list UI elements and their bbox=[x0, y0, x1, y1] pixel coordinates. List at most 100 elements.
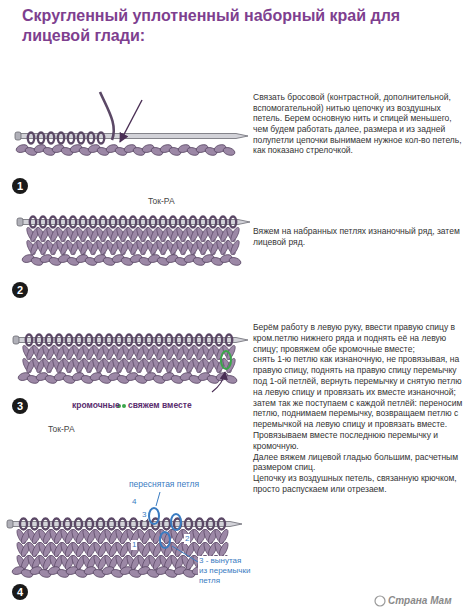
needle-loop bbox=[170, 217, 176, 228]
needle-knob bbox=[15, 132, 21, 140]
needle-loop bbox=[216, 335, 222, 346]
callout-number: 1 bbox=[131, 540, 137, 550]
needle-loop bbox=[141, 519, 148, 530]
figure-3 bbox=[13, 335, 248, 409]
needle-knob bbox=[13, 336, 19, 344]
needle-loop bbox=[136, 335, 142, 346]
needle-loop bbox=[190, 217, 196, 228]
part-label: кромочные bbox=[72, 400, 120, 411]
needle-loop bbox=[97, 519, 104, 530]
callout-label: 3 - вынутая из перемычки петля bbox=[198, 556, 252, 586]
needle-loop bbox=[80, 217, 86, 228]
knit-stitch bbox=[229, 226, 241, 242]
needle-loop bbox=[163, 519, 170, 530]
needle-loop bbox=[166, 335, 172, 346]
figure-number: 4 bbox=[12, 584, 28, 600]
needle-loop bbox=[150, 217, 156, 228]
needle-loop bbox=[40, 217, 46, 228]
needle-loop bbox=[176, 335, 182, 346]
callout-number: 4 bbox=[131, 497, 137, 507]
needle-loop bbox=[130, 519, 137, 530]
needle-loop bbox=[180, 217, 186, 228]
needle-loop bbox=[218, 519, 225, 530]
needle-loop bbox=[230, 217, 236, 228]
moved-loop bbox=[149, 508, 159, 524]
needle-loop bbox=[78, 133, 84, 144]
instruction-text: снять 1-ю петлю как изнаночную, не провя… bbox=[253, 354, 467, 430]
needle-loop bbox=[146, 335, 152, 346]
needle-loop bbox=[130, 217, 136, 228]
needle-loop bbox=[100, 217, 106, 228]
title: Скругленный уплотненный наборный край дл… bbox=[22, 6, 452, 46]
needle-loop bbox=[56, 335, 62, 346]
needle-loop bbox=[60, 217, 66, 228]
part-label: свяжем вместе bbox=[128, 400, 192, 411]
watermark-logo bbox=[375, 596, 385, 606]
needle-loop bbox=[206, 335, 212, 346]
needle-loop bbox=[53, 519, 60, 530]
needle-loop bbox=[88, 133, 94, 144]
edge-arrow bbox=[212, 372, 225, 392]
chain-link bbox=[224, 374, 238, 385]
instruction-text: Связать бросовой (контрастной, дополните… bbox=[253, 92, 467, 156]
needle-loop bbox=[36, 335, 42, 346]
instruction-text: Далее вяжем лицевой гладью большим, расч… bbox=[253, 452, 467, 474]
needle-loop bbox=[196, 519, 203, 530]
green-dot bbox=[122, 404, 126, 408]
needle-loop bbox=[196, 335, 202, 346]
needle-loop bbox=[185, 519, 192, 530]
figure-1 bbox=[15, 92, 248, 157]
needle-loop bbox=[48, 133, 54, 144]
yarn-strand bbox=[100, 92, 114, 140]
edge-stitch-highlight bbox=[221, 351, 231, 369]
needle-loop bbox=[86, 519, 93, 530]
needle-loop bbox=[156, 335, 162, 346]
author-mark: Ток-РА bbox=[148, 196, 175, 207]
needle-loop bbox=[160, 217, 166, 228]
figure-number: 3 bbox=[12, 398, 28, 414]
needle-loop bbox=[30, 217, 36, 228]
needle-loop bbox=[126, 335, 132, 346]
needle-loop bbox=[70, 217, 76, 228]
leader-line bbox=[156, 492, 160, 506]
figure-2 bbox=[17, 217, 250, 267]
watermark: Страна Мам bbox=[388, 595, 452, 608]
callout-number: 3 bbox=[141, 510, 147, 520]
instruction-text: Берём работу в левую руку, ввести правую… bbox=[253, 322, 467, 354]
needle-loop bbox=[140, 217, 146, 228]
knit-stitch bbox=[229, 239, 241, 255]
needle-loop bbox=[116, 335, 122, 346]
needle-loop bbox=[58, 133, 64, 144]
needle-loop bbox=[68, 133, 74, 144]
needle-loop bbox=[75, 519, 82, 530]
needle-knob bbox=[7, 520, 13, 528]
needle-loop bbox=[76, 335, 82, 346]
needle-loop bbox=[106, 335, 112, 346]
needle-loop bbox=[96, 335, 102, 346]
leader-line bbox=[172, 546, 198, 562]
needle-loop bbox=[64, 519, 71, 530]
needle-loop bbox=[90, 217, 96, 228]
direction-arrow bbox=[120, 100, 142, 142]
callout-label: переснятая петля bbox=[128, 479, 200, 490]
needle-loop bbox=[200, 217, 206, 228]
needle-knob bbox=[17, 218, 23, 226]
instruction-text: Вяжем на набранных петлях изнаночный ряд… bbox=[253, 226, 467, 247]
chain-link bbox=[228, 256, 242, 267]
needle-loop bbox=[26, 335, 32, 346]
needle-loop bbox=[28, 133, 34, 144]
needle-loop bbox=[226, 335, 232, 346]
moved-loop bbox=[171, 514, 181, 530]
needle-loop bbox=[66, 335, 72, 346]
marks bbox=[375, 596, 385, 606]
moved-loop bbox=[160, 532, 170, 548]
needle-loop bbox=[42, 519, 49, 530]
needle-loop bbox=[46, 335, 52, 346]
needle-loop bbox=[207, 519, 214, 530]
needle-loop bbox=[50, 217, 56, 228]
needle-loop bbox=[20, 519, 27, 530]
figure-number: 2 bbox=[12, 282, 28, 298]
needle-loop bbox=[110, 217, 116, 228]
knit-stitch bbox=[218, 528, 230, 545]
instruction-text: Цепочку из воздушных петель, связанную к… bbox=[253, 473, 467, 495]
